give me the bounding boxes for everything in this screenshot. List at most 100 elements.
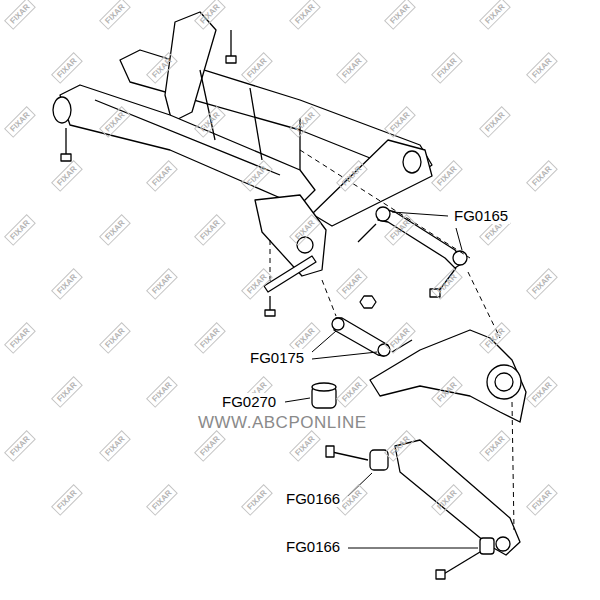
leader-line [456,228,462,250]
watermark: FIXAR [4,106,36,138]
watermark: FIXAR [99,0,131,30]
watermark: FIXAR [479,0,511,30]
watermark: FIXAR [146,160,178,192]
watermark: FIXAR [336,376,368,408]
subframe-front-beam [60,85,315,205]
callout-number: FG0165 [452,207,510,224]
leader-line [312,352,377,359]
assembly-line [512,402,514,530]
callout-number: FG0166 [284,490,342,507]
watermark: FIXAR [4,214,36,246]
leader-line [348,548,478,549]
watermark: FIXAR [241,268,273,300]
watermark: FIXAR [431,268,463,300]
bolt [442,552,480,575]
watermark: FIXAR [431,484,463,516]
watermark: FIXAR [241,160,273,192]
watermark: FIXAR [336,268,368,300]
leader-line [392,212,448,216]
watermark: FIXAR [384,430,416,462]
watermark: FIXAR [289,0,321,30]
watermark: FIXAR [99,322,131,354]
watermark: FIXAR [384,0,416,30]
watermark: FIXAR [194,430,226,462]
watermark: FIXAR [526,268,558,300]
watermark: FIXAR [241,484,273,516]
bolt-head [326,446,334,457]
bolt-head [61,154,71,161]
watermark: FIXAR [479,106,511,138]
watermark: FIXAR [146,484,178,516]
watermark: FIXAR [4,430,36,462]
bushing [480,538,494,554]
watermark: FIXAR [4,322,36,354]
watermark: FIXAR [289,214,321,246]
watermark: FIXAR [146,268,178,300]
watermark: FIXAR [384,214,416,246]
subframe-inner-line [95,70,300,175]
lower-arm [395,440,520,555]
watermark: FIXAR [289,430,321,462]
subframe-side-arm [165,12,216,122]
hub-bore [487,365,521,399]
bolt-head [265,310,275,316]
watermark: FIXAR [146,376,178,408]
watermark: FIXAR [431,52,463,84]
watermark: FIXAR [99,430,131,462]
callout-number: FG0166 [284,538,342,555]
bolt-head [436,570,445,579]
bolt [358,224,376,242]
watermark: FIXAR [336,160,368,192]
bushing-cap [312,383,336,391]
mount-bushing [53,97,71,123]
watermark: FIXAR [384,106,416,138]
bolt-head [226,56,236,63]
assembly-line [300,150,470,258]
link-bushing [378,344,390,356]
watermark: FIXAR [51,484,83,516]
watermark: FIXAR [194,214,226,246]
watermark: FIXAR [99,214,131,246]
link-bushing [332,318,344,330]
arm-bushing [453,251,467,265]
watermark: FIXAR [51,376,83,408]
watermark: FIXAR [51,52,83,84]
bolt [65,128,66,156]
watermark: FIXAR [384,322,416,354]
bolt [230,30,231,58]
watermark: FIXAR [479,322,511,354]
watermark: FIXAR [289,106,321,138]
nut [360,296,376,308]
bolt [332,452,368,460]
bushing [370,450,388,470]
mount-bushing [403,151,421,173]
watermark: FIXAR [479,430,511,462]
watermark: FIXAR [194,322,226,354]
watermark: FIXAR [431,160,463,192]
watermark: FIXAR [146,52,178,84]
watermark: FIXAR [51,160,83,192]
arm-bushing [496,537,510,551]
watermark: FIXAR [4,0,36,30]
watermark: FIXAR [241,52,273,84]
watermark: FIXAR [526,52,558,84]
hub-bore [495,373,513,391]
watermark: FIXAR [99,106,131,138]
assembly-line [270,240,271,282]
assembly-line [322,280,336,316]
watermark: FIXAR [526,484,558,516]
callout-number: FG0175 [248,349,306,366]
arm-bushing [376,207,390,221]
watermark: FIXAR [51,268,83,300]
watermark: FIXAR [431,376,463,408]
watermark: FIXAR [336,52,368,84]
leader-line [285,398,310,402]
watermark: WWW.ABCPONLINE [198,413,367,433]
watermark: FIXAR [526,160,558,192]
watermark: FIXAR [194,0,226,30]
strut-rod [264,256,316,292]
watermark: FIXAR [526,376,558,408]
callout-number: FG0270 [220,393,278,410]
